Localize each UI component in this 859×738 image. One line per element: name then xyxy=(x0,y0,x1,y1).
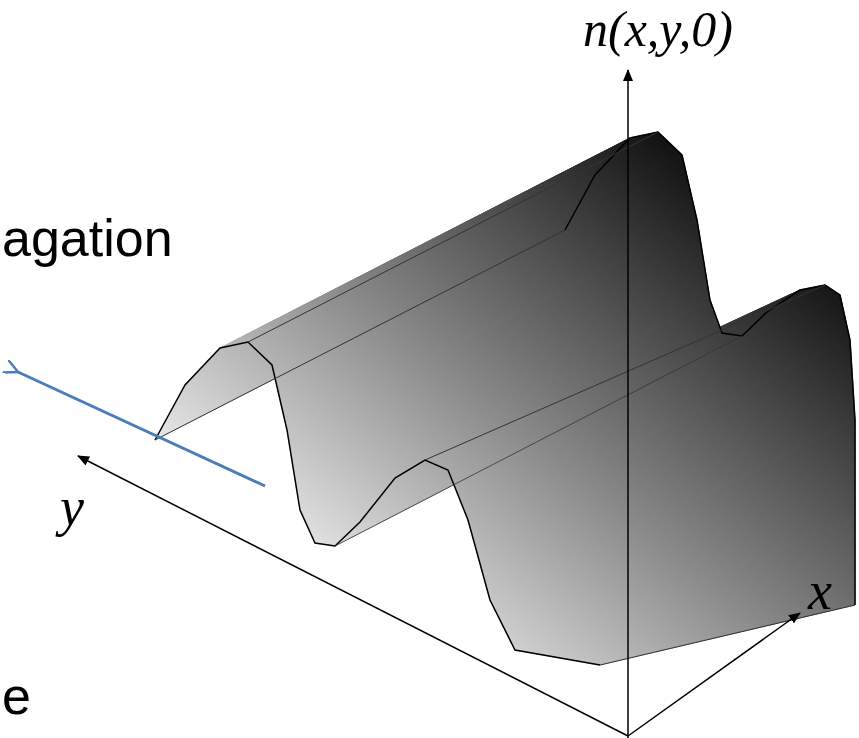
front-profile xyxy=(155,342,600,665)
y-axis xyxy=(78,456,628,736)
surface-strip xyxy=(185,138,630,385)
note-text: e xyxy=(2,668,31,725)
surface-edge-line xyxy=(155,230,565,440)
index-surface xyxy=(155,132,855,665)
note-text: agation xyxy=(2,210,173,267)
axis-label: x xyxy=(808,562,832,621)
surface-edge-line xyxy=(335,336,742,546)
n-axis xyxy=(627,70,629,738)
surface-strip xyxy=(155,175,595,440)
propagation-arrow xyxy=(18,372,265,486)
back-profile xyxy=(565,132,855,605)
surface-edge-line xyxy=(248,132,658,342)
surface-edge-line xyxy=(425,285,825,460)
axis-label: n(x,y,0) xyxy=(583,2,733,57)
x-axis xyxy=(628,613,800,736)
axis-label: y xyxy=(60,478,84,537)
